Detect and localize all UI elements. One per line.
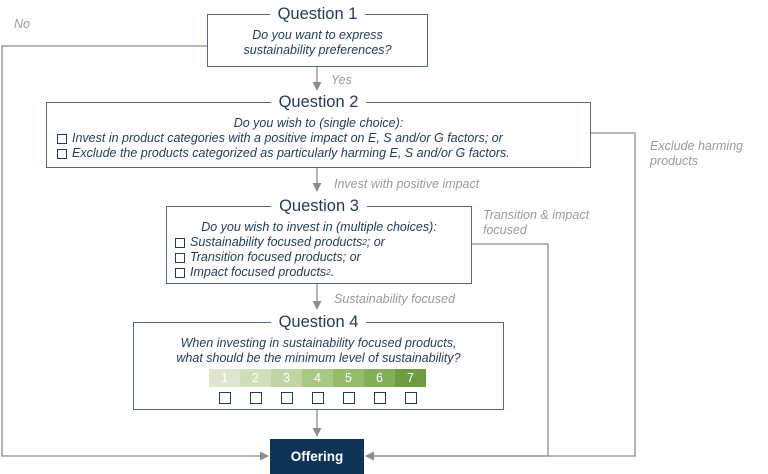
scale-checkbox-7[interactable] [395, 392, 426, 404]
scale-checkbox-5[interactable] [333, 392, 364, 404]
checkbox-icon[interactable] [57, 148, 67, 159]
question-3-box: Question 3 Do you wish to invest in (mul… [166, 196, 472, 284]
scale-level-7: 7 [395, 369, 426, 387]
transition-connector [365, 243, 549, 461]
question-3-title: Question 3 [271, 196, 367, 216]
scale-checkbox-1[interactable] [209, 392, 240, 404]
question-1-box: Question 1 Do you want to express sustai… [207, 4, 428, 67]
checkbox-icon[interactable] [373, 392, 386, 404]
question-3-option-2[interactable]: Transition focused products; or [175, 250, 471, 265]
checkbox-icon[interactable] [280, 392, 293, 404]
question-4-line-1: When investing in sustainability focused… [180, 336, 457, 350]
checkbox-icon[interactable] [218, 392, 231, 404]
edge-label-no: No [14, 17, 30, 31]
edge-label-invest: Invest with positive impact [334, 177, 480, 191]
edge-label-sustainability: Sustainability focused [334, 292, 455, 306]
scale-level-1: 1 [209, 369, 240, 387]
checkbox-icon[interactable] [175, 267, 185, 278]
scale-level-6: 6 [364, 369, 395, 387]
question-4-box: Question 4 When investing in sustainabil… [133, 312, 504, 410]
question-1-line-1: Do you want to express [252, 28, 383, 42]
no-connector [1, 45, 269, 461]
sustainability-scale-checkboxes [209, 392, 426, 404]
checkbox-icon[interactable] [175, 237, 185, 248]
question-2-title: Question 2 [270, 92, 367, 112]
scale-checkbox-3[interactable] [271, 392, 302, 404]
question-1-line-2: sustainability preferences? [243, 43, 392, 57]
offering-box: Offering [270, 439, 364, 474]
checkbox-icon[interactable] [342, 392, 355, 404]
checkbox-icon[interactable] [175, 252, 185, 263]
checkbox-icon[interactable] [404, 392, 417, 404]
edge-label-exclude: Exclude harming products [650, 139, 744, 168]
scale-checkbox-2[interactable] [240, 392, 271, 404]
scale-checkbox-4[interactable] [302, 392, 333, 404]
checkbox-icon[interactable] [311, 392, 324, 404]
checkbox-icon[interactable] [249, 392, 262, 404]
edge-label-transition: Transition & impact focused [483, 208, 590, 237]
question-2-option-2[interactable]: Exclude the products categorized as part… [57, 146, 590, 161]
scale-checkbox-6[interactable] [364, 392, 395, 404]
question-1-title: Question 1 [269, 4, 366, 24]
scale-level-5: 5 [333, 369, 364, 387]
edge-label-yes: Yes [331, 73, 352, 87]
question-2-prompt: Do you wish to (single choice): [233, 116, 404, 130]
question-2-option-1[interactable]: Invest in product categories with a posi… [57, 131, 590, 146]
scale-level-4: 4 [302, 369, 333, 387]
question-2-box: Question 2 Do you wish to (single choice… [46, 92, 591, 168]
question-3-prompt: Do you wish to invest in (multiple choic… [201, 220, 437, 234]
scale-level-2: 2 [240, 369, 271, 387]
scale-level-3: 3 [271, 369, 302, 387]
checkbox-icon[interactable] [57, 133, 67, 144]
question-4-line-2: what should be the minimum level of sust… [176, 351, 461, 365]
question-4-title: Question 4 [270, 312, 367, 332]
